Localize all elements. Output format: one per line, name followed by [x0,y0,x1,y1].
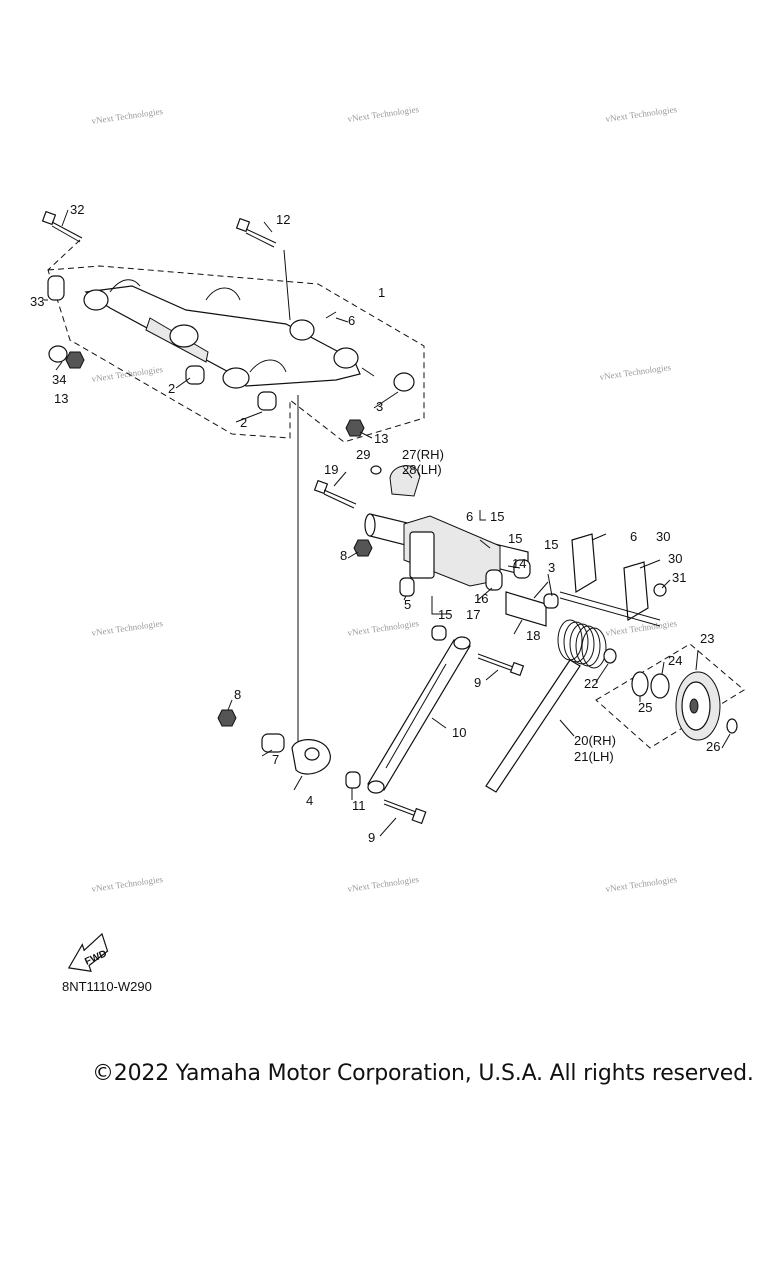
callout-8b: 8 [234,687,241,702]
spring-bracket-a [571,533,597,594]
watermark: vNext Technologies [605,104,678,124]
callout-16: 16 [474,591,488,606]
callout-31: 31 [672,570,686,585]
callout-15d: 15 [438,607,452,622]
leader-lines [44,209,731,837]
bolt-32 [41,210,83,243]
lower-link-assembly [345,625,525,825]
callout-27: 27(RH) [402,447,444,462]
circlip-26 [726,718,738,734]
watermark: vNext Technologies [91,364,164,384]
collar-lower [431,625,447,641]
callouts: 32 12 33 1 6 34 13 2 2 3 13 29 27(RH) 28… [30,202,720,845]
assembly-boundary-23 [595,643,745,749]
pivot-shaft-assembly [313,465,667,627]
lower-bracket-assembly [217,709,331,775]
callout-12: 12 [276,212,290,227]
callout-14: 14 [512,556,526,571]
callout-9a: 9 [474,675,481,690]
callout-9b: 9 [368,830,375,845]
callout-5: 5 [404,597,411,612]
collar-22 [603,648,617,664]
callout-33: 33 [30,294,44,309]
diagram-code: 8NT1110-W290 [62,979,152,994]
callout-30b: 30 [668,551,682,566]
callout-34: 34 [52,372,66,387]
collar-3a [393,372,415,392]
callout-17: 17 [466,607,480,622]
callout-10: 10 [452,725,466,740]
bushing-2a [185,365,205,385]
collar-3c [543,593,559,609]
callout-24: 24 [668,653,682,668]
callout-30a: 30 [656,529,670,544]
collar-16 [485,569,503,591]
callout-22: 22 [584,676,598,691]
callout-15a: 15 [490,509,504,524]
callout-3a: 3 [376,399,383,414]
callout-29: 29 [356,447,370,462]
nut-8a [353,539,373,557]
circlip-25 [631,671,649,697]
bolt-12 [235,217,277,248]
callout-18: 18 [526,628,540,643]
callout-21: 21(LH) [574,749,614,764]
callout-7: 7 [272,752,279,767]
upper-arm-assembly [41,210,425,443]
watermark: vNext Technologies [91,106,164,126]
collar-11 [345,771,361,789]
collar-18 [505,591,547,627]
callout-32: 32 [70,202,84,217]
collar-5 [399,577,415,597]
watermark: vNext Technologies [347,618,420,638]
watermark: vNext Technologies [91,874,164,894]
wheel-assembly [595,643,745,749]
link-10 [367,639,471,791]
watermark: vNext Technologies [599,362,672,382]
washer-34 [48,345,68,363]
callout-6c: 6 [630,529,637,544]
callout-28: 28(LH) [402,462,442,477]
watermark: vNext Technologies [347,104,420,124]
callout-26: 26 [706,739,720,754]
nut-13b [345,419,365,437]
nut-13a [65,351,85,369]
spring-bracket-b [623,561,649,622]
callout-1: 1 [378,285,385,300]
clip-29 [370,465,382,475]
callout-25: 25 [638,700,652,715]
watermark: vNext Technologies [347,874,420,894]
callout-15b: 15 [508,531,522,546]
bushing-2b [257,391,277,411]
collar-33 [47,275,65,301]
torsion-spring [485,619,617,793]
collar-14 [513,559,531,579]
callout-11: 11 [352,798,366,813]
callout-23: 23 [700,631,714,646]
callout-20: 20(RH) [574,733,616,748]
callout-6a: 6 [348,313,355,328]
bolt-9b [411,807,427,825]
callout-13b: 13 [374,431,388,446]
callout-8a: 8 [340,548,347,563]
callout-2b: 2 [240,415,247,430]
callout-3c: 3 [548,560,555,575]
nut-8b [217,709,237,727]
callout-2a: 2 [168,381,175,396]
bolt-9a [509,661,525,677]
bumper-27-28 [389,465,421,497]
callout-4: 4 [306,793,313,808]
watermark: vNext Technologies [605,874,678,894]
watermark: vNext Technologies [91,618,164,638]
callout-15c: 15 [544,537,558,552]
callout-6b: 6 [466,509,473,524]
fwd-arrow-icon: FWD [67,932,109,972]
callout-13a: 13 [54,391,68,406]
collar-7 [261,733,285,753]
copyright-notice: ©2022 Yamaha Motor Corporation, U.S.A. A… [92,1061,754,1086]
bearing-24 [650,673,670,699]
callout-19: 19 [324,462,338,477]
